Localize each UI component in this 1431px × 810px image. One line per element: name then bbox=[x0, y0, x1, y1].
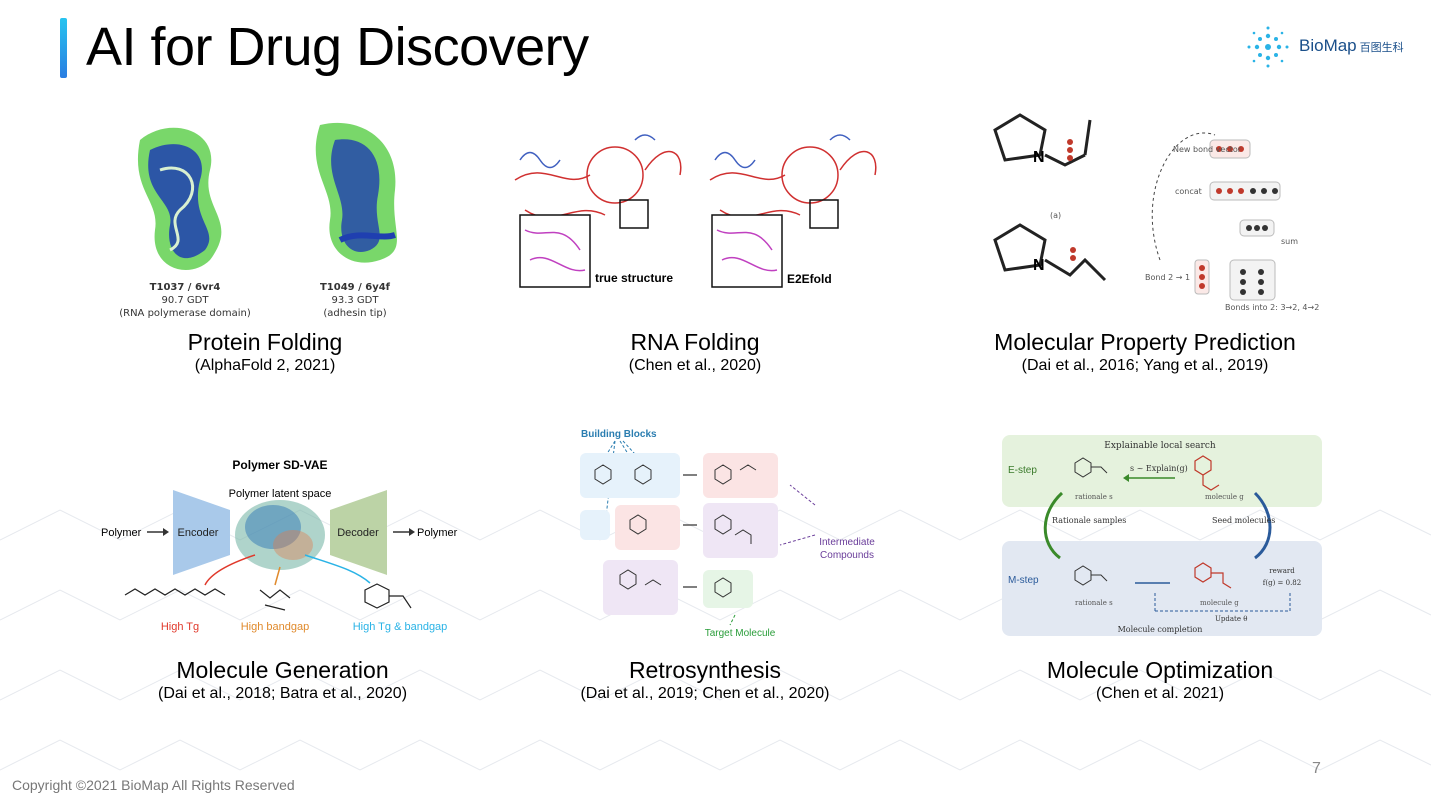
reward-label: reward bbox=[1269, 567, 1295, 575]
molecule-generation-caption: Molecule Generation (Dai et al., 2018; B… bbox=[120, 656, 445, 704]
molecule-graph-top bbox=[993, 113, 1092, 167]
building-block-box-1 bbox=[580, 453, 680, 498]
protein-right-gdt: 93.3 GDT bbox=[331, 295, 379, 306]
target-molecule-label: Target Molecule bbox=[705, 628, 776, 639]
rationale-label-top: rationale s bbox=[1075, 493, 1113, 501]
intermediate-label: Intermediate bbox=[819, 537, 875, 548]
rna-folding-caption: RNA Folding (Chen et al., 2020) bbox=[555, 328, 835, 376]
slide-title: AI for Drug Discovery bbox=[86, 17, 589, 77]
bond-label: Bond 2 → 1 bbox=[1145, 273, 1190, 282]
encoder-block bbox=[173, 490, 230, 575]
building-block-box-2 bbox=[580, 510, 610, 540]
molecular-property-caption: Molecular Property Prediction (Dai et al… bbox=[975, 328, 1315, 376]
concat-label: concat bbox=[1175, 187, 1202, 196]
rna-label-true: true structure bbox=[595, 271, 673, 285]
e-step-label: E-step bbox=[1008, 465, 1037, 476]
molecule-optimization-caption: Molecule Optimization (Chen et al. 2021) bbox=[1020, 656, 1300, 704]
new-bond-vector-label: New bond vector bbox=[1173, 145, 1242, 154]
rationale-samples-label: Rationale samples bbox=[1052, 516, 1126, 525]
rna-label-e2efold: E2Efold bbox=[787, 272, 832, 286]
copyright-notice: Copyright ©2021 BioMap All Rights Reserv… bbox=[12, 777, 295, 793]
e-step-region bbox=[1002, 435, 1322, 507]
retrosynthesis-citation: (Dai et al., 2019; Chen et al., 2020) bbox=[580, 685, 830, 702]
nitrogen-label-top: N bbox=[1033, 149, 1045, 166]
protein-structure-left bbox=[137, 127, 222, 271]
logo-chinese: 百图生科 bbox=[1359, 42, 1404, 54]
sdvae-header: Polymer SD-VAE bbox=[232, 458, 327, 472]
molecule-generation-figure: Polymer SD-VAE Polymer latent space Poly… bbox=[101, 458, 458, 633]
explain-formula: s ~ Explain(g) bbox=[1130, 464, 1188, 473]
molecular-property-title: Molecular Property Prediction bbox=[994, 329, 1296, 355]
molecular-property-citation: (Dai et al., 2016; Yang et al., 2019) bbox=[1021, 357, 1269, 374]
local-search-header: Explainable local search bbox=[1104, 441, 1216, 451]
intermediate-box-2 bbox=[603, 560, 678, 615]
molecule-completion-label: Molecule completion bbox=[1118, 625, 1203, 634]
decoder-label: Decoder bbox=[337, 527, 379, 539]
protein-right-id: T1049 / 6y4f bbox=[320, 282, 391, 293]
retrosynthesis-caption: Retrosynthesis (Dai et al., 2019; Chen e… bbox=[555, 656, 855, 704]
molecule-generation-citation: (Dai et al., 2018; Batra et al., 2020) bbox=[157, 685, 408, 702]
protein-folding-title: Protein Folding bbox=[187, 329, 343, 355]
molecule-generation-title: Molecule Generation bbox=[176, 657, 389, 683]
protein-folding-citation: (AlphaFold 2, 2021) bbox=[194, 357, 336, 374]
protein-left-desc: (RNA polymerase domain) bbox=[119, 308, 251, 319]
rna-structure-predicted bbox=[709, 134, 877, 218]
molecule-label-top: molecule g bbox=[1205, 493, 1244, 501]
product-box-1 bbox=[703, 453, 778, 498]
building-blocks-label: Building Blocks bbox=[581, 429, 657, 440]
logo-name: BioMap bbox=[1299, 36, 1357, 55]
rna-structure-true bbox=[514, 134, 682, 218]
protein-structure-right bbox=[315, 122, 397, 263]
protein-folding-figure: T1037 / 6vr4 90.7 GDT (RNA polymerase do… bbox=[119, 122, 397, 319]
retrosynthesis-figure: Building Blocks Intermediate Compounds T… bbox=[580, 429, 875, 639]
nitrogen-label-bottom: N bbox=[1033, 257, 1045, 274]
rna-folding-title: RNA Folding bbox=[630, 329, 760, 355]
molecule-optimization-citation: (Chen et al. 2021) bbox=[1095, 685, 1225, 702]
target-molecule-box bbox=[703, 570, 753, 608]
sum-label: sum bbox=[1281, 237, 1298, 246]
high-bandgap-label: High bandgap bbox=[241, 621, 310, 633]
decoder-block bbox=[330, 490, 387, 575]
message-passing-diagram bbox=[1151, 132, 1281, 301]
latent-space-label: Polymer latent space bbox=[229, 488, 332, 500]
polymer-input-label: Polymer bbox=[101, 527, 142, 539]
retrosynthesis-title: Retrosynthesis bbox=[628, 657, 782, 683]
m-step-label: M-step bbox=[1008, 575, 1039, 586]
molecule-label-bottom: molecule g bbox=[1200, 599, 1239, 607]
latent-space-cloud bbox=[235, 500, 325, 570]
reactant-box bbox=[615, 505, 680, 550]
m-step-region bbox=[1002, 541, 1322, 636]
encoder-label: Encoder bbox=[178, 527, 219, 539]
seed-molecules-label: Seed molecules bbox=[1212, 516, 1275, 525]
page-number: 7 bbox=[1312, 760, 1321, 777]
reward-value: f(g) = 0.82 bbox=[1263, 579, 1301, 587]
bonds-into-label: Bonds into 2: 3→2, 4→2 bbox=[1225, 303, 1319, 312]
intermediate-box bbox=[703, 503, 778, 558]
molecule-optimization-title: Molecule Optimization bbox=[1046, 657, 1274, 683]
subfigure-a-label: (a) bbox=[1050, 211, 1061, 220]
protein-folding-caption: Protein Folding (AlphaFold 2, 2021) bbox=[120, 328, 410, 376]
update-theta-label: Update θ bbox=[1215, 615, 1247, 623]
rationale-label-bottom: rationale s bbox=[1075, 599, 1113, 607]
rna-folding-figure: true structure E2Efold bbox=[514, 134, 877, 288]
protein-right-desc: (adhesin tip) bbox=[323, 308, 386, 319]
molecule-optimization-figure: Explainable local search E-step s ~ Expl… bbox=[1002, 435, 1322, 636]
compounds-label: Compounds bbox=[820, 550, 874, 561]
rna-zoom-box-left bbox=[519, 214, 591, 288]
biomap-logo-icon bbox=[1247, 26, 1289, 68]
high-tg-bandgap-label: High Tg & bandgap bbox=[353, 621, 448, 633]
protein-left-id: T1037 / 6vr4 bbox=[150, 282, 221, 293]
polymer-output-label: Polymer bbox=[417, 527, 458, 539]
protein-left-gdt: 90.7 GDT bbox=[161, 295, 209, 306]
molecule-graph-bottom bbox=[993, 223, 1107, 282]
rna-zoom-box-right bbox=[711, 214, 783, 288]
molecular-property-figure: N (a) N New bond vector concat sum Bond … bbox=[993, 113, 1319, 312]
rna-folding-citation: (Chen et al., 2020) bbox=[628, 357, 762, 374]
high-tg-label: High Tg bbox=[161, 621, 199, 633]
title-accent-bar bbox=[60, 18, 67, 78]
